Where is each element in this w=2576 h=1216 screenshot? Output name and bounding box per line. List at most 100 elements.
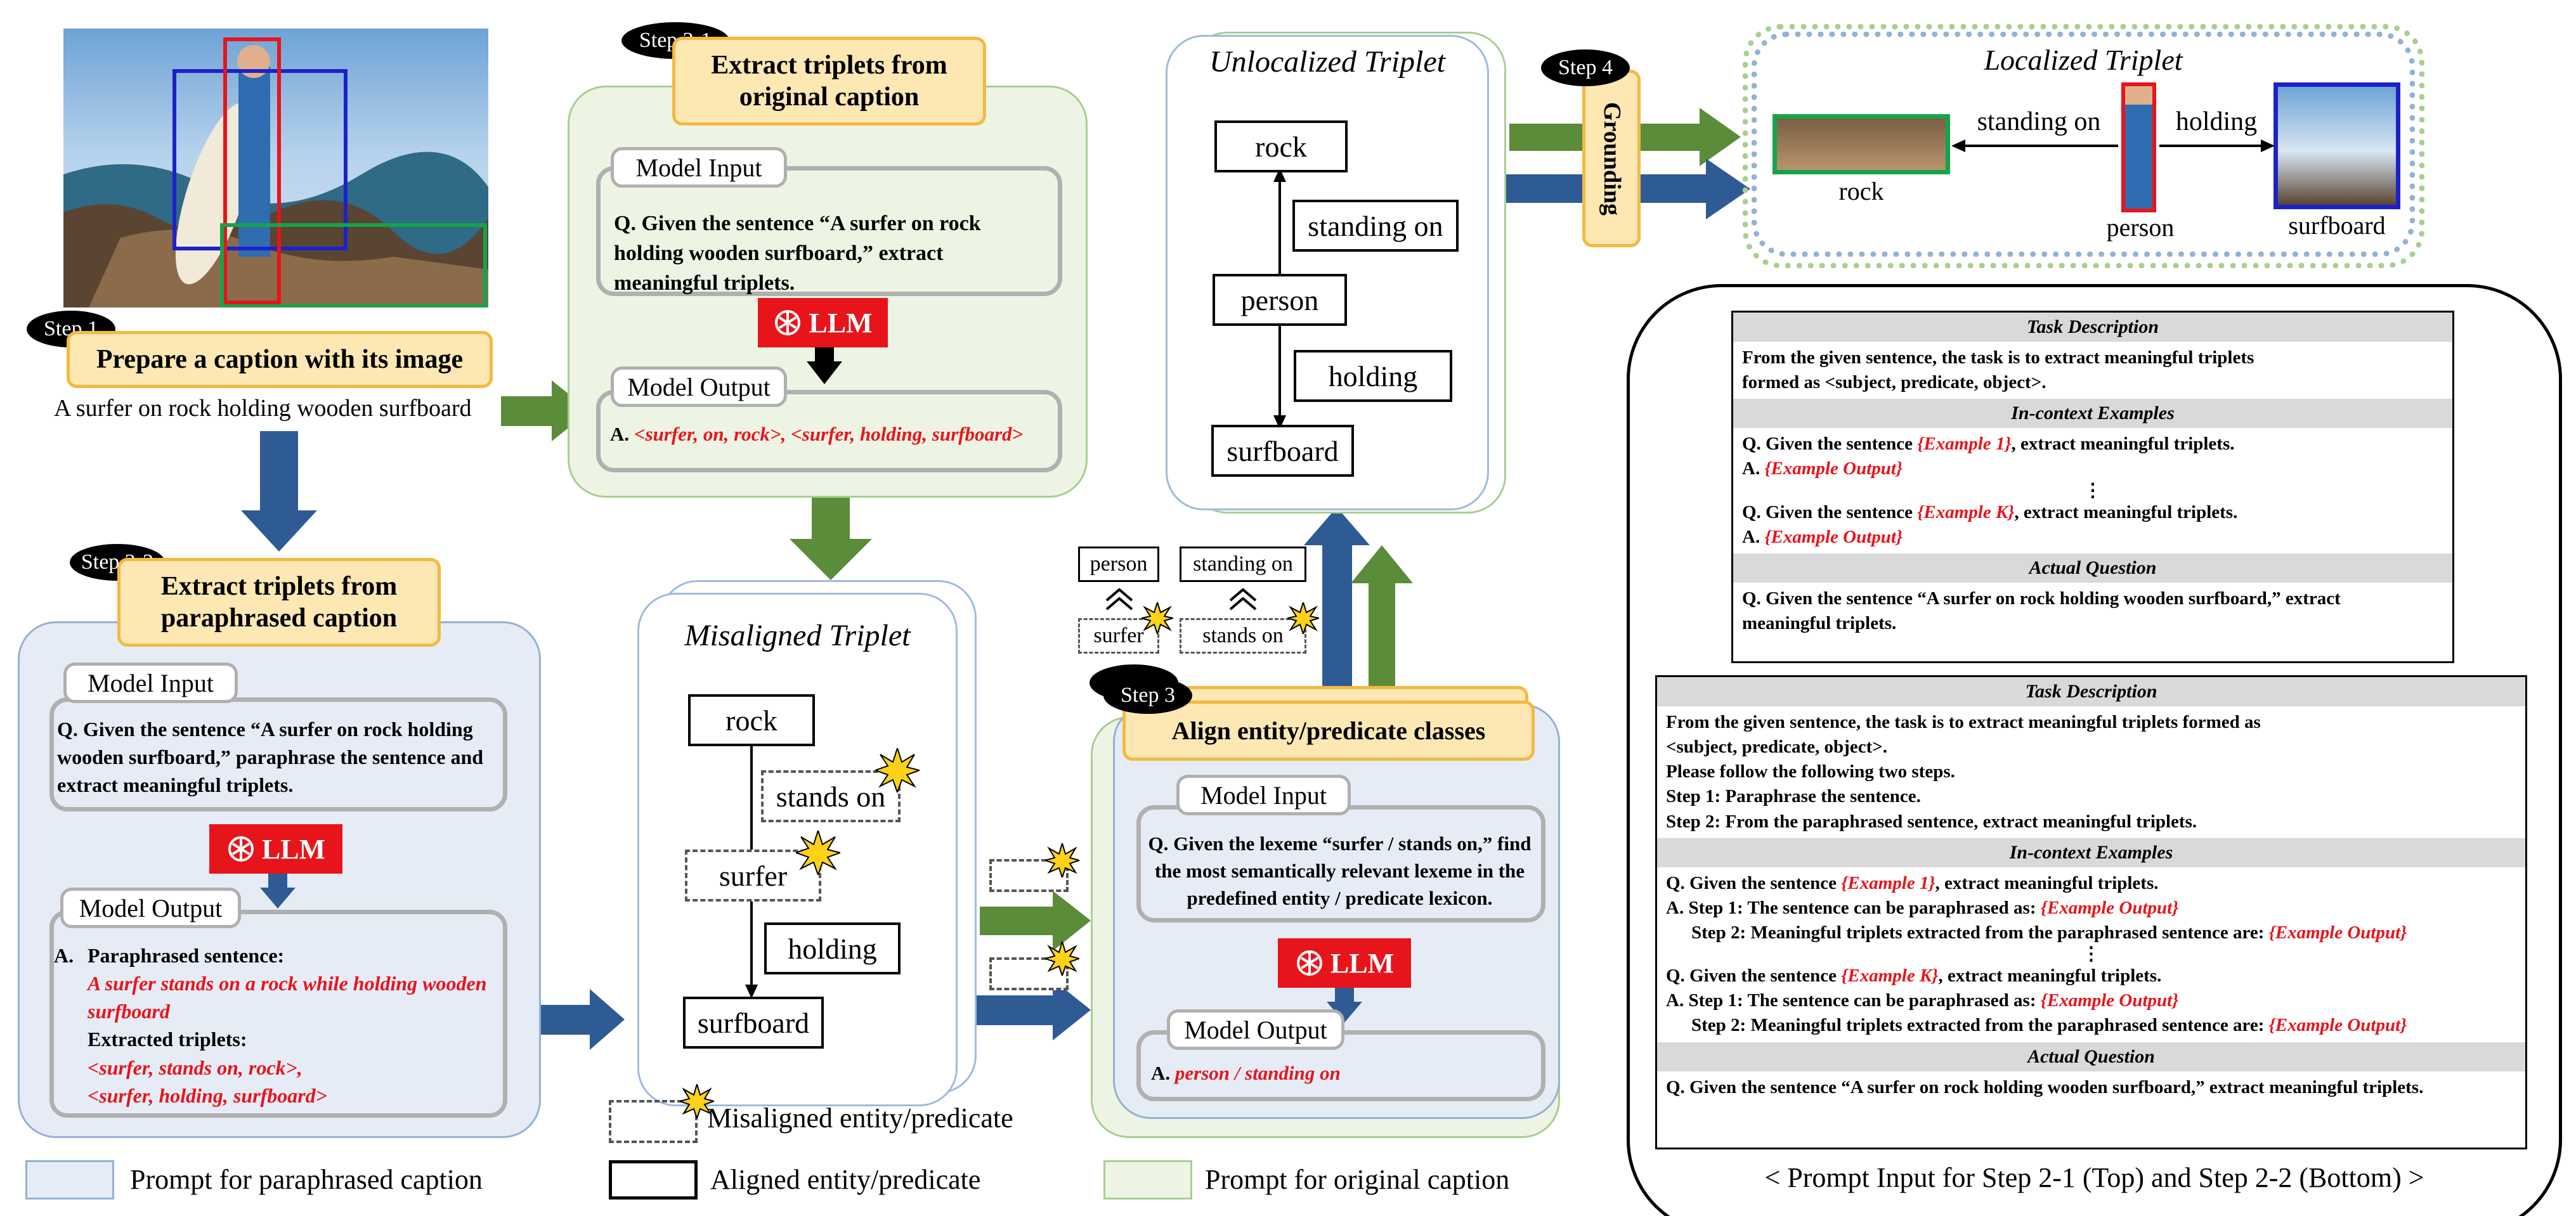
step4-title: Grounding (1598, 101, 1625, 216)
arrow-misaligned-to-step3-blue (945, 980, 1091, 1040)
bbox-surfboard (172, 69, 348, 250)
q-prefix: Q. Given the sentence (1666, 966, 1842, 986)
localized-holding: holding (2175, 107, 2258, 136)
prompt-top-actual-hdr: Actual Question (1733, 553, 2452, 583)
localized-title: Localized Triplet (1984, 44, 2183, 76)
q-prefix: Q. Given the sentence (1742, 501, 1918, 522)
arrow-misaligned-to-step3-green (980, 891, 1091, 951)
prompt-top-qk: Q. Given the sentence {Example K}, extra… (1742, 500, 2443, 525)
unlocalized-node-surfboard: surfboard (1211, 425, 1354, 477)
step22-output-a: A. (54, 944, 74, 967)
a-prefix: A. (1742, 458, 1765, 479)
prompt-top-task-body: From the given sentence, the task is to … (1733, 342, 2452, 399)
legend-paraphrased-label: Prompt for paraphrased caption (130, 1164, 483, 1195)
step22-output-body: Paraphrased sentence: A surfer stands on… (88, 941, 493, 1109)
step22-output-label: Model Output (60, 888, 241, 928)
step22-input-text: Q. Given the sentence “A surfer on rock … (57, 718, 484, 797)
prompt-bottom-actual: Q. Given the sentence “A surfer on rock … (1666, 1077, 2424, 1097)
openai-logo-icon (228, 836, 254, 862)
prompt-bottom-a1-s2: Step 2: Meaningful triplets extracted fr… (1666, 921, 2516, 945)
q-suffix: , extract meaningful triplets. (2014, 501, 2238, 522)
step21-output-text: <surfer, on, rock>, <surfer, holding, su… (634, 423, 1024, 445)
misaligned-title: Misaligned Triplet (684, 619, 911, 652)
localized-standing-on: standing on (1977, 107, 2101, 136)
starburst-icon (1045, 843, 1079, 877)
prompt-top-actual-1: Q. Given the sentence “A surfer on rock … (1742, 588, 2341, 609)
localized-rock-thumb (1773, 114, 1950, 174)
misaligned-node-rock: rock (688, 694, 815, 746)
a-step1: A. Step 1: The sentence can be paraphras… (1666, 990, 2041, 1011)
step21-input-text: Q. Given the sentence “A surfer on rock … (614, 212, 981, 295)
example-output: {Example Output} (2268, 1015, 2407, 1036)
prompt-bottom-t3: Please follow the following two steps. (1666, 761, 1955, 782)
a-prefix: A. (1742, 526, 1765, 547)
q-suffix: , extract meaningful triplets. (1935, 872, 2159, 893)
step3-badge: Step 3 (1103, 677, 1192, 714)
starburst-icon (1142, 602, 1173, 634)
prompt-top-q1: Q. Given the sentence {Example 1}, extra… (1742, 432, 2443, 456)
prompt-bottom-task-hdr: Task Description (1657, 677, 2525, 706)
step22-trip2: <surfer, holding, surfboard> (88, 1083, 327, 1107)
bbox-person (223, 37, 281, 304)
prompt-top-table: Task Description From the given sentence… (1731, 311, 2454, 663)
example-output: {Example Output} (2040, 990, 2179, 1011)
step3-output-line: A. person / standing on (1151, 1060, 1532, 1087)
step22-para-text: A surfer stands on a rock while holding … (88, 972, 487, 1023)
step3-output-text: person / standing on (1174, 1062, 1341, 1084)
prompt-frame (1627, 284, 2562, 1216)
unlocalized-node-holding: holding (1294, 350, 1452, 402)
step21-title: Extract triplets from original caption (672, 37, 986, 126)
prompt-bottom-dots: ⋮ (2082, 944, 2100, 965)
misaligned-node-surfer: surfer (685, 850, 821, 902)
example-1: {Example 1} (1917, 434, 2012, 455)
prompt-bottom-t5: Step 2: From the paraphrased sentence, e… (1666, 811, 2197, 832)
chevron-up-icon (1229, 588, 1257, 611)
prompt-top-task-2: formed as <subject, predicate, object>. (1742, 372, 2046, 393)
step21-llm-arrow (807, 347, 842, 384)
prompt-caption: < Prompt Input for Step 2-1 (Top) and St… (1764, 1162, 2424, 1193)
example-k: {Example K} (1841, 966, 1939, 986)
step21-llm-label: LLM (809, 307, 873, 339)
bbox-rock (220, 223, 487, 307)
step21-input-label: Model Input (611, 147, 787, 188)
step22-trip1: <surfer, stands on, rock>, (88, 1056, 302, 1079)
example-output: {Example Output} (1764, 458, 1903, 479)
prompt-bottom-t4: Step 1: Paraphrase the sentence. (1666, 786, 1921, 807)
prompt-bottom-ak-s2: Step 2: Meaningful triplets extracted fr… (1666, 1013, 2516, 1038)
prompt-top-dots: ⋮ (2083, 480, 2102, 501)
localized-person-thumb (2121, 82, 2156, 212)
example-output: {Example Output} (1764, 526, 1903, 547)
step22-llm-badge: LLM (209, 824, 342, 874)
prompt-bottom-a1-s1: A. Step 1: The sentence can be paraphras… (1666, 896, 2516, 921)
prompt-bottom-actual-body: Q. Given the sentence “A surfer on rock … (1657, 1071, 2525, 1104)
starburst-icon (1045, 941, 1079, 976)
openai-logo-icon (1296, 950, 1322, 976)
step1-title: Prepare a caption with its image (67, 331, 493, 388)
prompt-bottom-ctx-body: Q. Given the sentence {Example 1}, extra… (1657, 867, 2525, 1042)
step3-title: Align entity/predicate classes (1122, 701, 1535, 761)
example-output: {Example Output} (2040, 897, 2179, 918)
localized-rock-label: rock (1838, 177, 1884, 205)
step3-input-label: Model Input (1176, 775, 1351, 815)
arrow-step1-to-step22 (241, 431, 317, 552)
misaligned-node-stands-on: stands on (761, 770, 901, 822)
prompt-bottom-actual-hdr: Actual Question (1657, 1042, 2525, 1071)
surfer-photo (63, 29, 488, 307)
example-output: {Example Output} (2268, 922, 2407, 943)
mapping-stands-on: stands on (1180, 618, 1306, 654)
step4-box: Grounding (1582, 70, 1641, 247)
prompt-bottom-t1: From the given sentence, the task is to … (1666, 712, 2261, 732)
starburst-icon (796, 831, 840, 875)
step21-llm-badge: LLM (758, 298, 888, 347)
arrow-step3-to-unlocalized-blue (1304, 507, 1370, 688)
prompt-top-ctx-body: Q. Given the sentence {Example 1}, extra… (1733, 428, 2452, 553)
a-step2: Step 2: Meaningful triplets extracted fr… (1691, 1015, 2269, 1036)
prompt-top-task-1: From the given sentence, the task is to … (1742, 347, 2254, 368)
prompt-bottom-ctx-hdr: In-context Examples (1657, 838, 2525, 867)
prompt-top-actual-2: meaningful triplets. (1742, 612, 1897, 633)
q-suffix: , extract meaningful triplets. (2011, 434, 2235, 455)
mapping-standing-on: standing on (1180, 547, 1306, 582)
localized-surfboard-thumb (2274, 82, 2400, 209)
